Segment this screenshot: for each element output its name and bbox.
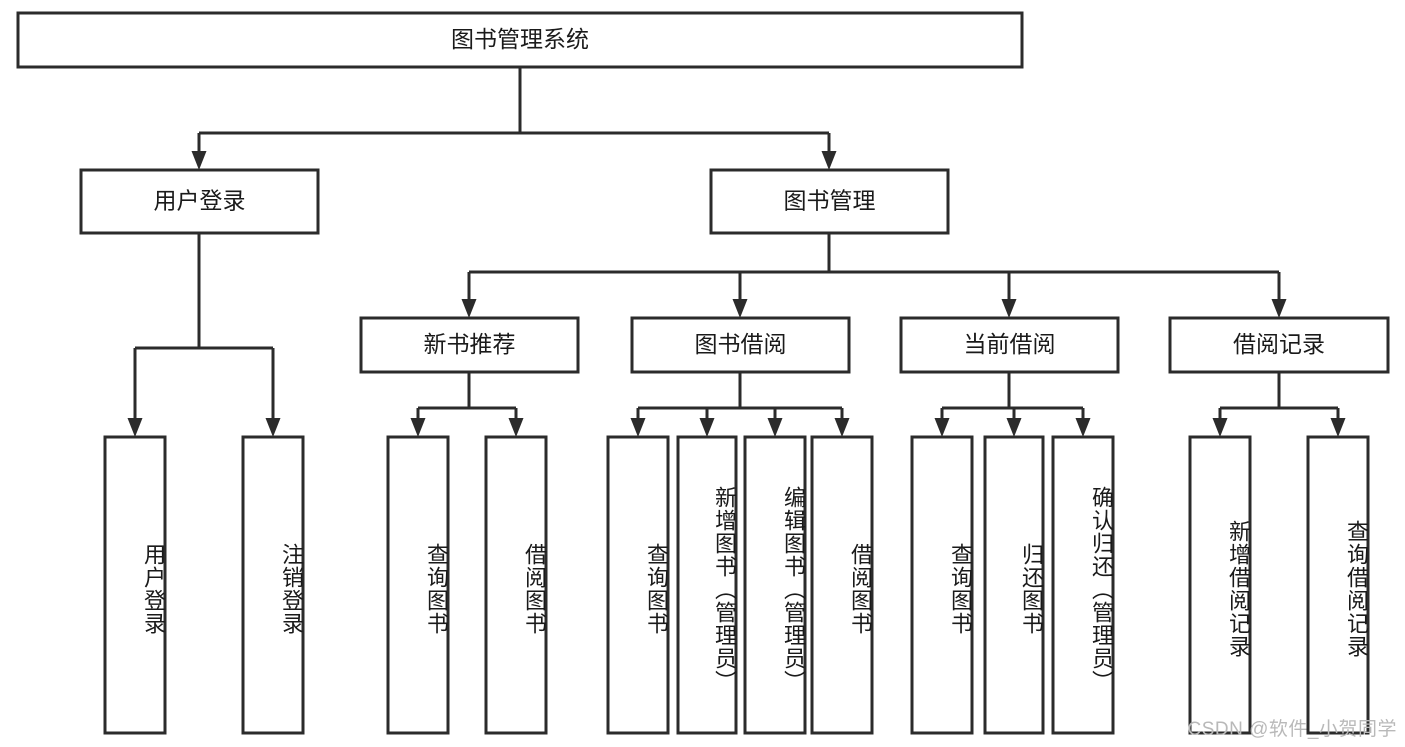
connector-level2-current-to-leaves bbox=[942, 372, 1083, 410]
node-box-book-management[interactable] bbox=[709, 168, 950, 235]
arrow-head-icon bbox=[767, 418, 783, 437]
node-label-current-borrow: 当前借阅 bbox=[964, 331, 1056, 357]
node-box-leaf-query-book-recommend[interactable] bbox=[386, 435, 450, 735]
node-label-borrow-record: 借阅记录 bbox=[1233, 331, 1325, 357]
connector-root-to-level1 bbox=[199, 67, 829, 135]
connector-level2-recommend-to-leaves bbox=[418, 372, 516, 410]
connector-level2-record-to-leaves bbox=[1220, 372, 1338, 410]
arrow-head-icon bbox=[630, 418, 646, 437]
arrow-head-icon bbox=[1330, 418, 1346, 437]
arrow-head-icon bbox=[127, 418, 143, 437]
node-label-book-borrow: 图书借阅 bbox=[695, 331, 787, 357]
node-box-leaf-return-book[interactable] bbox=[983, 435, 1045, 735]
arrow-head-icon bbox=[821, 151, 837, 170]
node-box-leaf-borrow-book-recommend[interactable] bbox=[484, 435, 548, 735]
arrow-head-icon bbox=[934, 418, 950, 437]
arrow-head-icon bbox=[1001, 299, 1017, 318]
connector-level1-user-to-leaves bbox=[135, 233, 273, 350]
arrow-head-icon bbox=[699, 418, 715, 437]
arrow-head-icon bbox=[732, 299, 748, 318]
connector-level2-borrow-to-leaves bbox=[638, 372, 842, 410]
connectors-layer bbox=[127, 67, 1346, 437]
node-box-borrow-record[interactable] bbox=[1168, 316, 1390, 374]
node-box-leaf-query-borrow-record[interactable] bbox=[1306, 435, 1370, 735]
arrow-head-icon bbox=[265, 418, 281, 437]
node-box-root[interactable] bbox=[16, 11, 1024, 69]
node-label-user-login: 用户登录 bbox=[154, 188, 246, 214]
arrow-head-icon bbox=[1212, 418, 1228, 437]
node-box-leaf-confirm-return-admin[interactable] bbox=[1051, 435, 1115, 735]
watermark-text: CSDN @软件_小贺同学 bbox=[1187, 719, 1397, 740]
node-label-new-book-recommend: 新书推荐 bbox=[424, 331, 516, 357]
node-label-root: 图书管理系统 bbox=[451, 26, 589, 52]
arrow-head-icon bbox=[508, 418, 524, 437]
node-box-user-login[interactable] bbox=[79, 168, 320, 235]
arrow-head-icon bbox=[1271, 299, 1287, 318]
node-box-book-borrow[interactable] bbox=[630, 316, 851, 374]
node-box-new-book-recommend[interactable] bbox=[359, 316, 580, 374]
connector-level1-book-to-level2 bbox=[469, 233, 1279, 274]
node-box-leaf-borrow-book[interactable] bbox=[810, 435, 874, 735]
arrow-head-icon bbox=[1006, 418, 1022, 437]
node-box-leaf-query-book-current[interactable] bbox=[910, 435, 974, 735]
node-box-leaf-edit-book-admin[interactable] bbox=[743, 435, 807, 735]
arrow-head-icon bbox=[834, 418, 850, 437]
node-box-current-borrow[interactable] bbox=[899, 316, 1120, 374]
boxes-layer bbox=[16, 11, 1390, 735]
node-box-leaf-logout-login[interactable] bbox=[241, 435, 305, 735]
arrow-head-icon bbox=[191, 151, 207, 170]
node-box-leaf-add-borrow-record[interactable] bbox=[1188, 435, 1252, 735]
arrow-head-icon bbox=[1075, 418, 1091, 437]
node-box-leaf-query-book-borrow[interactable] bbox=[606, 435, 670, 735]
node-label-book-management: 图书管理 bbox=[784, 188, 876, 214]
arrow-head-icon bbox=[410, 418, 426, 437]
node-box-leaf-user-login[interactable] bbox=[103, 435, 167, 735]
arrow-head-icon bbox=[461, 299, 477, 318]
node-box-leaf-add-book-admin[interactable] bbox=[676, 435, 738, 735]
